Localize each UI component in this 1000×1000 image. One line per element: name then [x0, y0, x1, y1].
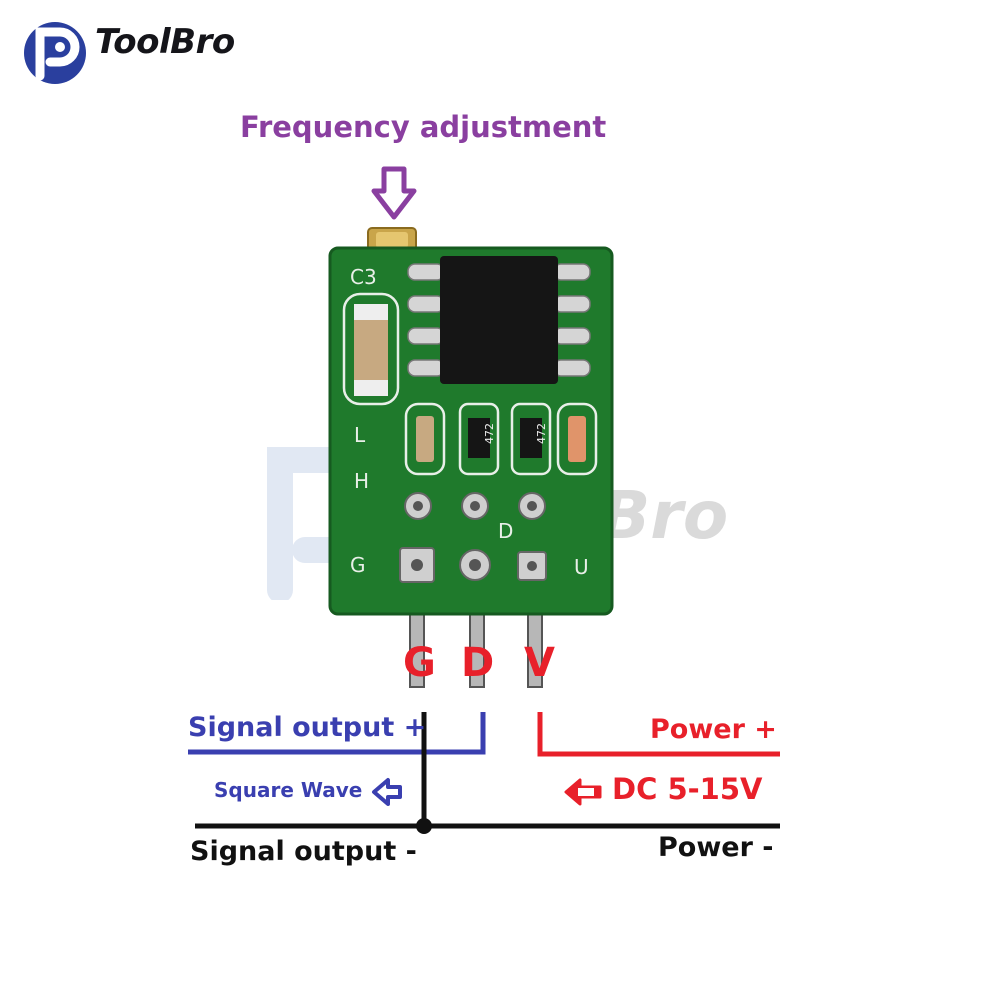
frequency-adjustment-title: Frequency adjustment — [240, 110, 607, 144]
resistor-code-a: 472 — [483, 423, 496, 444]
pin-label-d: D — [461, 640, 495, 686]
resistor-472-a — [468, 418, 490, 458]
signal-output-minus-label: Signal output - — [190, 836, 417, 867]
signal-output-plus-label: Signal output + — [188, 712, 427, 743]
brand-logo-icon — [24, 22, 86, 84]
silk-c3: C3 — [350, 265, 377, 289]
silk-u: U — [574, 555, 589, 579]
pcb-module: 472 472 C3 L H D G U — [328, 227, 614, 688]
power-plus-wire — [537, 712, 780, 757]
down-arrow-icon — [371, 166, 417, 220]
signal-output-wire — [188, 712, 486, 755]
junction-dot — [416, 818, 432, 834]
pin-label-v: V — [524, 640, 555, 686]
watermark-text: Bro — [600, 477, 728, 554]
brand-name: ToolBro — [95, 22, 235, 62]
silk-l: L — [354, 423, 366, 447]
square-wave-arrow-icon — [372, 778, 402, 806]
silk-g: G — [350, 553, 366, 577]
silk-h: H — [354, 469, 369, 493]
power-minus-label: Power - — [658, 832, 774, 863]
resistor-472-b — [520, 418, 542, 458]
silk-d: D — [498, 519, 513, 543]
power-plus-label: Power + — [650, 714, 777, 745]
ic-chip — [440, 256, 558, 384]
resistor-code-b: 472 — [535, 423, 548, 444]
square-wave-label: Square Wave — [214, 778, 363, 802]
dc-range-label: DC 5-15V — [612, 772, 763, 806]
pin-label-g: G — [403, 640, 436, 686]
capacitor-c3 — [354, 304, 388, 396]
